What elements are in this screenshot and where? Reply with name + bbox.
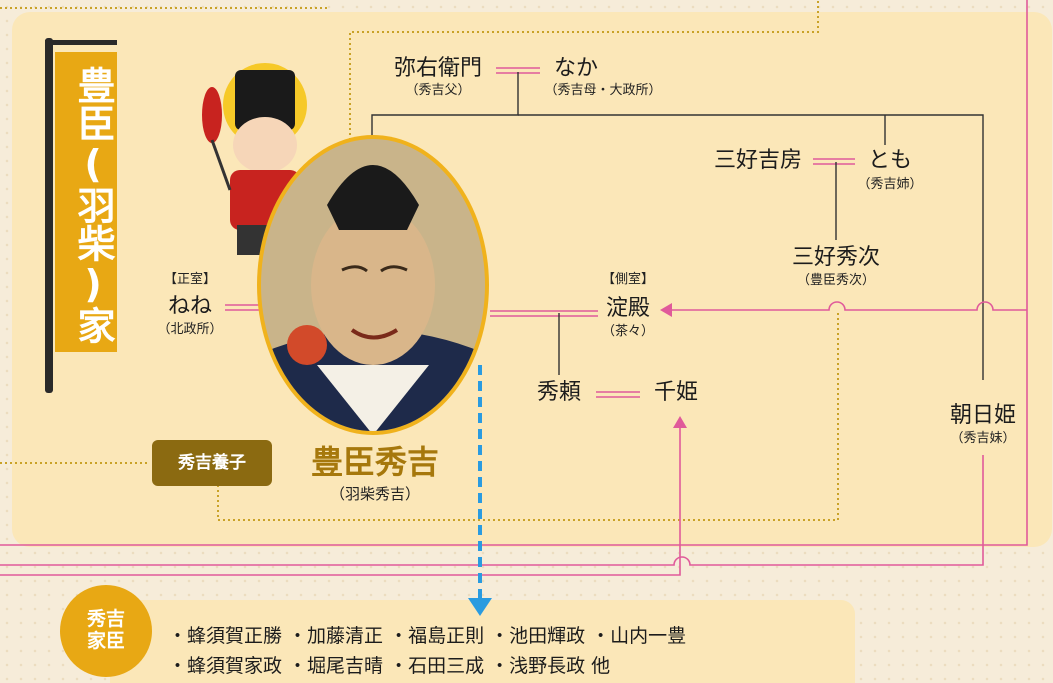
- vassals-label-circle: 秀吉家臣: [60, 585, 152, 677]
- person-yodo-note: （茶々）: [601, 324, 655, 339]
- arrow-to-senhime: [673, 416, 687, 428]
- person-senhime: 千姫: [653, 380, 699, 405]
- person-yoshifusa: 三好吉房: [713, 148, 803, 173]
- adopted-children-badge: 秀吉養子: [152, 440, 272, 486]
- banner-crossbar: [45, 40, 117, 45]
- hideyoshi-portrait: [257, 135, 489, 435]
- family-banner: [55, 52, 117, 352]
- person-hideyori: 秀頼: [536, 380, 582, 405]
- person-nene-role: 【正室】: [163, 272, 217, 287]
- vassals-line-1: ・蜂須賀正勝 ・加藤清正 ・福島正則 ・池田輝政 ・山内一豊: [168, 625, 687, 647]
- hideyoshi-alias: （羽柴秀吉）: [329, 485, 421, 503]
- person-nene: ねね: [167, 294, 213, 319]
- person-yodo-role: 【側室】: [601, 272, 655, 287]
- hideyoshi-name: 豊臣秀吉: [310, 443, 440, 481]
- person-asahi-note: （秀吉妹）: [950, 431, 1016, 446]
- arrow-to-yodo: [660, 303, 672, 317]
- person-hidetsugu: 三好秀次: [791, 245, 881, 270]
- person-naka-note: （秀吉母・大政所）: [544, 83, 662, 98]
- pink-lines: [0, 0, 1028, 576]
- blue-arrow-head: [468, 598, 492, 616]
- banner-pole: [45, 38, 53, 393]
- marriage-lines: [225, 67, 855, 398]
- person-nene-note: （北政所）: [157, 322, 223, 337]
- dotted-hidetsugu: [217, 310, 839, 521]
- person-asahi: 朝日姫: [949, 403, 1017, 428]
- person-tomo-note: （秀吉姉）: [857, 177, 923, 192]
- vassals-label: 秀吉家臣: [86, 608, 125, 652]
- vassal-panel: [110, 600, 855, 683]
- person-yaemon-note: （秀吉父）: [405, 83, 471, 98]
- lineage-lines: [371, 72, 984, 380]
- person-yodo: 淀殿: [605, 296, 651, 321]
- person-hidetsugu-note: （豊臣秀次）: [796, 273, 876, 288]
- vassals-line-2: ・蜂須賀家政 ・堀尾吉晴 ・石田三成 ・浅野長政 他: [168, 655, 611, 677]
- person-tomo: とも: [867, 148, 913, 173]
- person-naka: なか: [553, 56, 599, 81]
- banner-title: 豊臣(羽柴)家: [71, 66, 115, 344]
- person-yaemon: 弥右衛門: [393, 56, 483, 81]
